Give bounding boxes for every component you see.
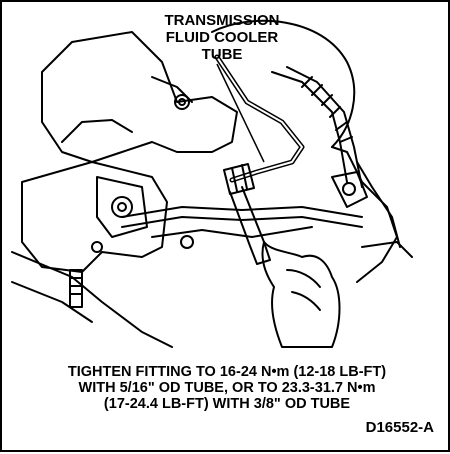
- wiring-harness: [271, 71, 348, 183]
- mounting-bracket: [21, 161, 168, 273]
- stud: [69, 269, 83, 308]
- wrench: [229, 186, 271, 265]
- clip-bolt: [180, 235, 194, 249]
- figure-id: D16552-A: [365, 419, 434, 436]
- converter-housing: [211, 19, 356, 148]
- callout-line-2: FLUID COOLER: [165, 29, 279, 46]
- lower-tubes: [121, 206, 363, 218]
- engine-block-outline: [41, 31, 238, 163]
- callout-leader: [216, 63, 265, 163]
- callout-line-3: TUBE: [201, 46, 243, 63]
- torque-instruction: TIGHTEN FITTING TO 16-24 N•m (12-18 LB-F…: [12, 364, 442, 412]
- tube-callout: TRANSMISSION FLUID COOLER TUBE: [122, 12, 322, 63]
- sensor-connector: [331, 171, 368, 208]
- tube-fitting: [223, 163, 255, 195]
- instruction-line-1: TIGHTEN FITTING TO 16-24 N•m (12-18 LB-F…: [67, 364, 387, 380]
- hand: [261, 241, 341, 348]
- instruction-line-2: WITH 5/16" OD TUBE, OR TO 23.3-31.7 N•m: [78, 380, 376, 396]
- callout-line-1: TRANSMISSION: [164, 12, 280, 29]
- frame-rail: [11, 251, 173, 348]
- radiator-side: [331, 146, 398, 283]
- bracket-bolt: [111, 196, 133, 218]
- bolt-head-top: [174, 94, 190, 110]
- instruction-line-3: (17-24.4 LB-FT) WITH 3/8" OD TUBE: [103, 396, 351, 412]
